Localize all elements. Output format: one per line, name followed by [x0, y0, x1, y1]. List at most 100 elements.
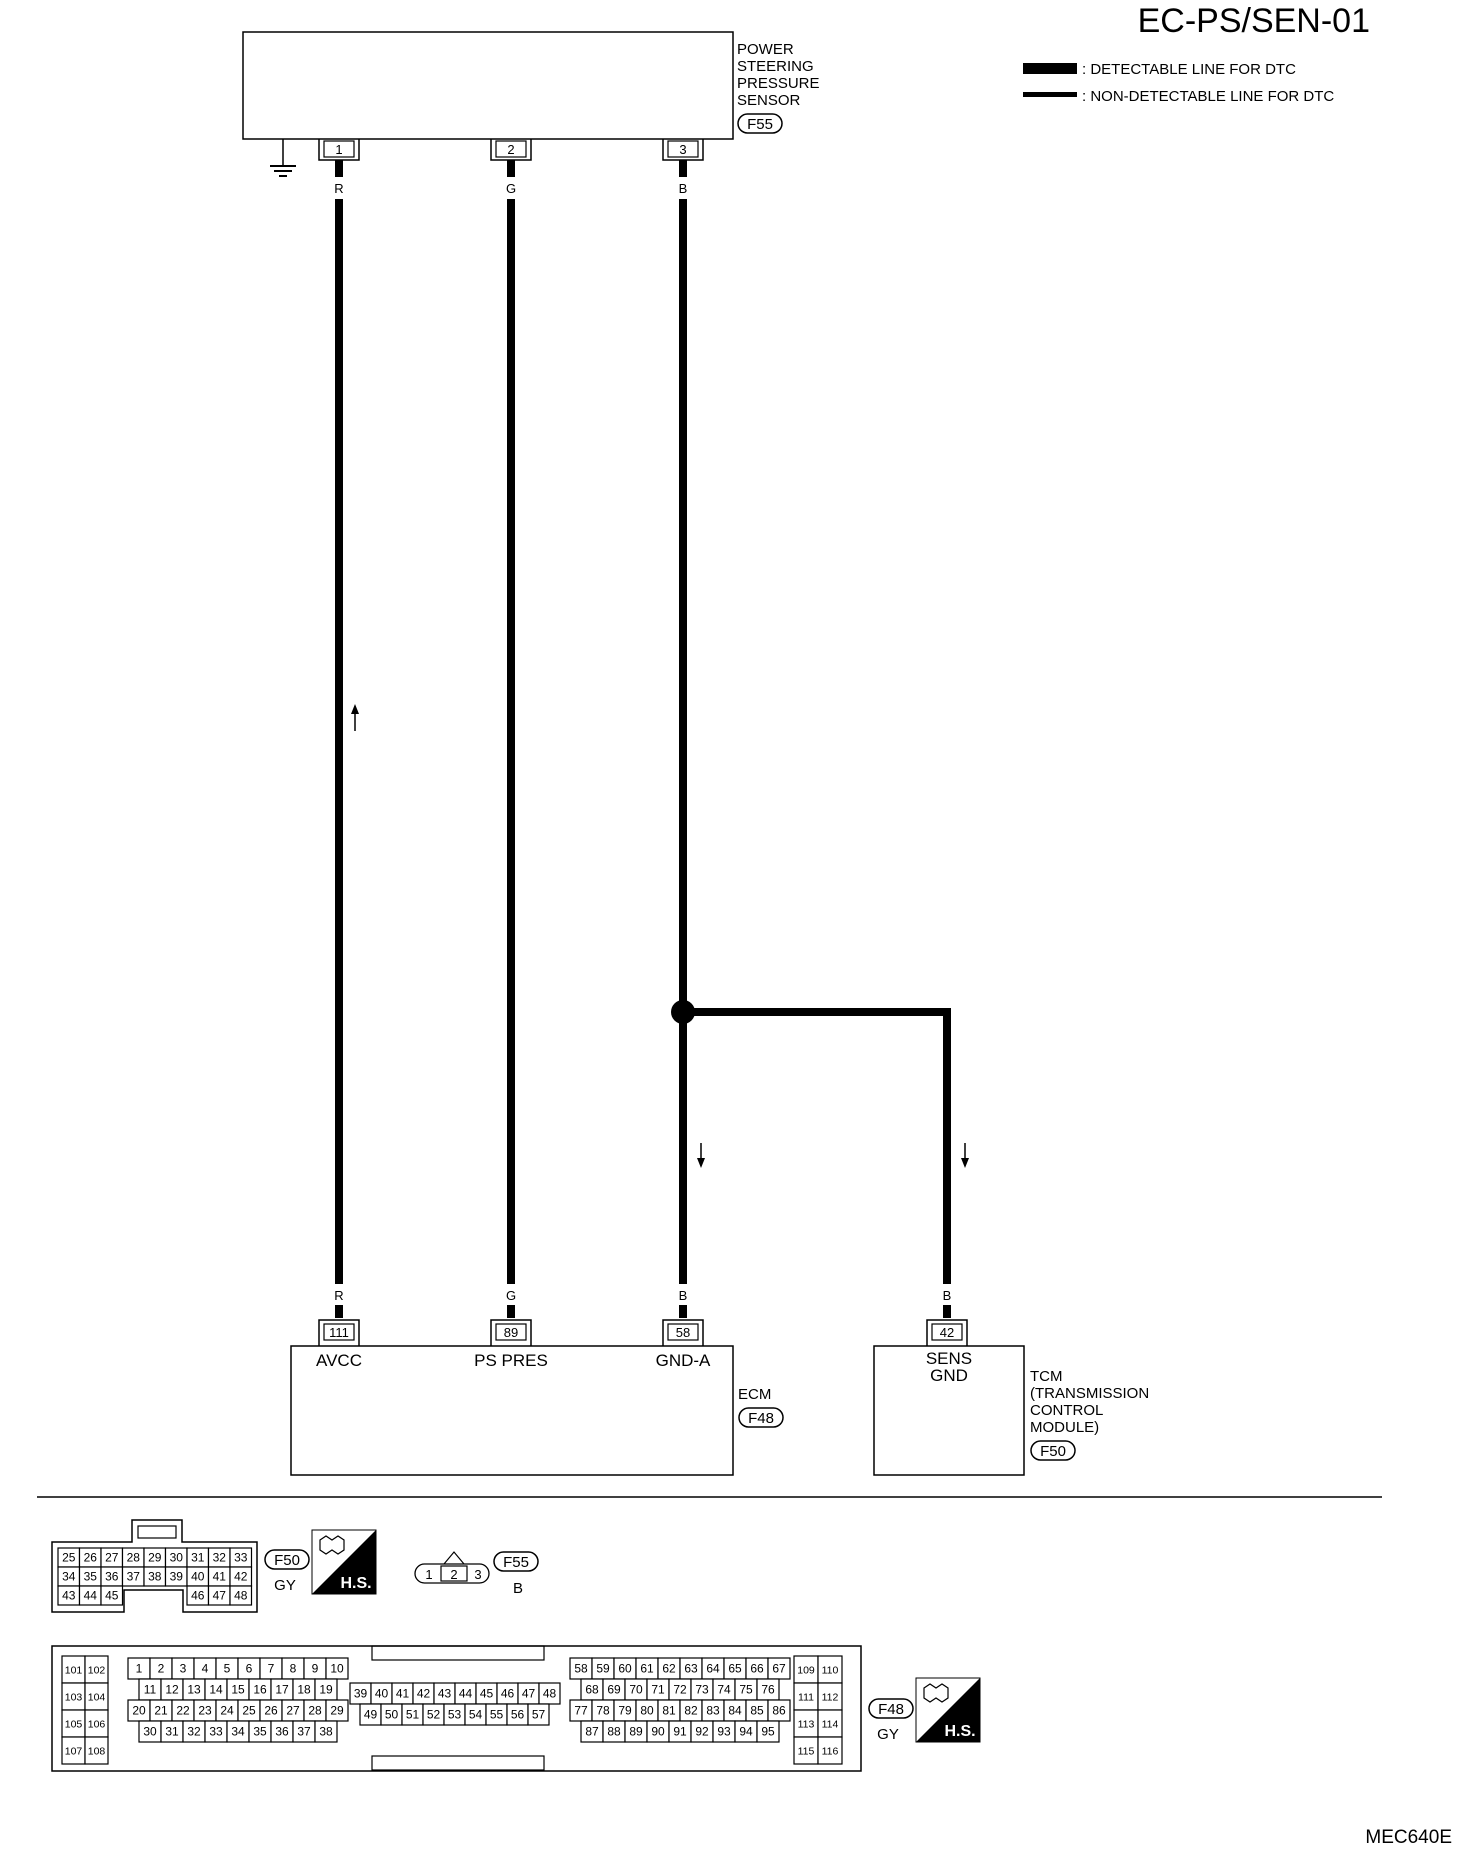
- pin-number: 32: [187, 1725, 201, 1739]
- ecm-connector-oval: [738, 1407, 784, 1428]
- tcm-name-line-2: (TRANSMISSION: [1030, 1385, 1149, 1402]
- pin-number: 53: [448, 1708, 462, 1722]
- pin-number: 75: [739, 1683, 753, 1697]
- pin-number: 55: [490, 1708, 504, 1722]
- wire-color-bottom-tcm: B: [943, 1288, 952, 1303]
- sensor-pin-2-number: 2: [507, 142, 514, 157]
- pin-number: 60: [618, 1662, 632, 1676]
- pin-number: 40: [191, 1570, 205, 1584]
- pin-number: 84: [728, 1704, 742, 1718]
- pin-number: 17: [275, 1683, 289, 1697]
- pin-number: 15: [231, 1683, 245, 1697]
- pin-number: 109: [797, 1665, 815, 1677]
- pin-number: 92: [695, 1725, 709, 1739]
- pin-number: 69: [607, 1683, 621, 1697]
- pin-number: 3: [180, 1662, 187, 1676]
- pin-number: 35: [84, 1570, 98, 1584]
- ecm: 111 89 58 AVCC PS PRES GND-A ECM F48: [290, 1319, 784, 1476]
- tcm-terminal-line-2: GND: [930, 1366, 968, 1385]
- tcm-name-line-4: MODULE): [1030, 1419, 1099, 1436]
- wire-b-branch-tcm: [683, 1008, 951, 1284]
- pin-number: 94: [739, 1725, 753, 1739]
- pin-number: 38: [319, 1725, 333, 1739]
- pin-number: 48: [543, 1687, 557, 1701]
- pin-number: 85: [750, 1704, 764, 1718]
- tcm-pin-42-number: 42: [940, 1325, 954, 1340]
- pin-number: 56: [511, 1708, 525, 1722]
- pin-number: 108: [88, 1746, 106, 1758]
- pin-number: 31: [191, 1551, 205, 1565]
- ecm-pin-111-number: 111: [329, 1325, 349, 1340]
- pin-number: 30: [170, 1551, 184, 1565]
- pin-number: 44: [459, 1687, 473, 1701]
- sensor-name-line-4: SENSOR: [737, 92, 801, 109]
- pin-number: 93: [717, 1725, 731, 1739]
- pin-number: 36: [105, 1570, 119, 1584]
- arrow-down-icon: [697, 1143, 705, 1168]
- pin-number: 27: [105, 1551, 119, 1565]
- ecm-pin-89: 89: [490, 1319, 532, 1346]
- pin-number: 66: [750, 1662, 764, 1676]
- pin-number: 65: [728, 1662, 742, 1676]
- pin-cell: [527, 1703, 550, 1726]
- pin-number: 95: [761, 1725, 775, 1739]
- pin-number: 111: [798, 1692, 814, 1704]
- f48-hs-text: H.S.: [944, 1723, 975, 1740]
- sensor-name-line-3: PRESSURE: [737, 75, 820, 92]
- sensor-connector-oval: [737, 113, 783, 134]
- pin-number: 58: [574, 1662, 588, 1676]
- pin-number: 51: [406, 1708, 420, 1722]
- pin-number: 107: [65, 1746, 83, 1758]
- page-title: EC-PS/SEN-01: [1138, 2, 1370, 40]
- pin-number: 5: [224, 1662, 231, 1676]
- pin-number: 78: [596, 1704, 610, 1718]
- pin-number: 23: [198, 1704, 212, 1718]
- wire-color-bottom-1: R: [334, 1288, 343, 1303]
- wire-color-top-3: B: [679, 181, 688, 196]
- pin-number: 68: [585, 1683, 599, 1697]
- pin-number: 50: [385, 1708, 399, 1722]
- ground-icon: [270, 139, 296, 177]
- f55-pin-frame: [440, 1565, 468, 1582]
- f55-pin-1: 1: [425, 1567, 432, 1582]
- pin-number: 39: [170, 1570, 184, 1584]
- pin-cell: [793, 1655, 819, 1684]
- pin-number: 71: [651, 1683, 665, 1697]
- pin-number: 87: [585, 1725, 599, 1739]
- sensor-name-line-2: STEERING: [737, 58, 814, 75]
- pin-number: 110: [822, 1665, 839, 1677]
- legend-detectable-label: : DETECTABLE LINE FOR DTC: [1082, 61, 1296, 78]
- pin-number: 21: [154, 1704, 168, 1718]
- pin-number: 49: [364, 1708, 378, 1722]
- pin-number: 116: [822, 1746, 839, 1758]
- pin-number: 1: [136, 1662, 143, 1676]
- pin-number: 63: [684, 1662, 698, 1676]
- pin-number: 105: [65, 1719, 83, 1731]
- pin-number: 14: [209, 1683, 223, 1697]
- pin-cell: [817, 1736, 843, 1765]
- pin-number: 46: [191, 1589, 205, 1603]
- pin-number: 37: [297, 1725, 311, 1739]
- pin-number: 18: [297, 1683, 311, 1697]
- pin-number: 115: [798, 1746, 815, 1758]
- arrow-down-icon: [961, 1143, 969, 1168]
- pin-number: 33: [209, 1725, 223, 1739]
- ecm-box: [290, 1345, 734, 1476]
- pin-number: 114: [822, 1719, 839, 1731]
- sensor-pin-2: 2: [490, 139, 532, 161]
- pin-number: 70: [629, 1683, 643, 1697]
- pin-number: 32: [213, 1551, 227, 1565]
- pin-number: 43: [62, 1589, 76, 1603]
- pin-number: 73: [695, 1683, 709, 1697]
- f50-housing: [51, 1519, 258, 1613]
- pin-number: 25: [62, 1551, 76, 1565]
- pin-number: 41: [396, 1687, 410, 1701]
- f55-code-oval: [493, 1551, 539, 1572]
- sensor-pin-3: 3: [662, 139, 704, 161]
- sensor-name-line-1: POWER: [737, 41, 794, 58]
- pin-number: 4: [202, 1662, 209, 1676]
- wire-color-bottom-2: G: [506, 1288, 516, 1303]
- pin-number: 13: [187, 1683, 201, 1697]
- pin-number: 2: [158, 1662, 165, 1676]
